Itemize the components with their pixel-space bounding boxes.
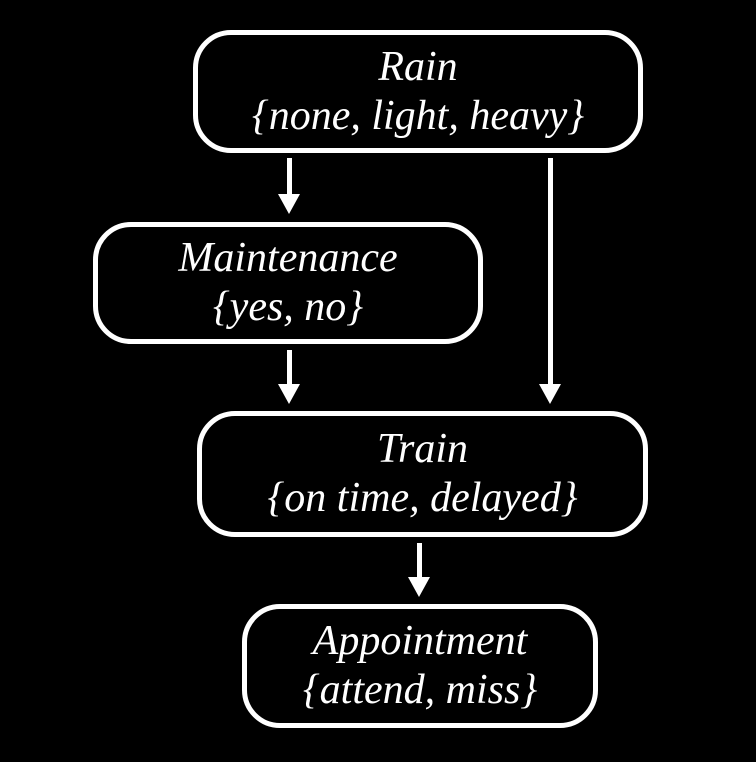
arrow-shaft (286, 350, 292, 390)
node-rain-values: {none, light, heavy} (251, 92, 585, 139)
node-maintenance: Maintenance {yes, no} (93, 222, 483, 344)
arrow-shaft (416, 543, 422, 583)
arrow-shaft (547, 158, 553, 390)
node-appointment: Appointment {attend, miss} (242, 604, 598, 728)
node-maintenance-values: {yes, no} (212, 284, 364, 330)
node-train: Train {on time, delayed} (197, 411, 648, 537)
node-appointment-label: Appointment (312, 618, 528, 664)
node-appointment-values: {attend, miss} (302, 667, 538, 713)
edge-train-to-appointment-arrow (408, 543, 430, 597)
arrow-head-icon (278, 194, 300, 214)
edge-rain-to-train-arrow (539, 158, 561, 404)
node-train-label: Train (376, 426, 469, 472)
edge-rain-to-maintenance-arrow (278, 158, 300, 214)
edge-maintenance-to-train-arrow (278, 350, 300, 404)
arrow-shaft (286, 158, 292, 200)
node-train-values: {on time, delayed} (267, 475, 578, 521)
arrow-head-icon (278, 384, 300, 404)
arrow-head-icon (408, 577, 430, 597)
node-rain-label: Rain (378, 43, 458, 90)
node-maintenance-label: Maintenance (178, 235, 398, 281)
node-rain: Rain {none, light, heavy} (193, 30, 643, 153)
arrow-head-icon (539, 384, 561, 404)
